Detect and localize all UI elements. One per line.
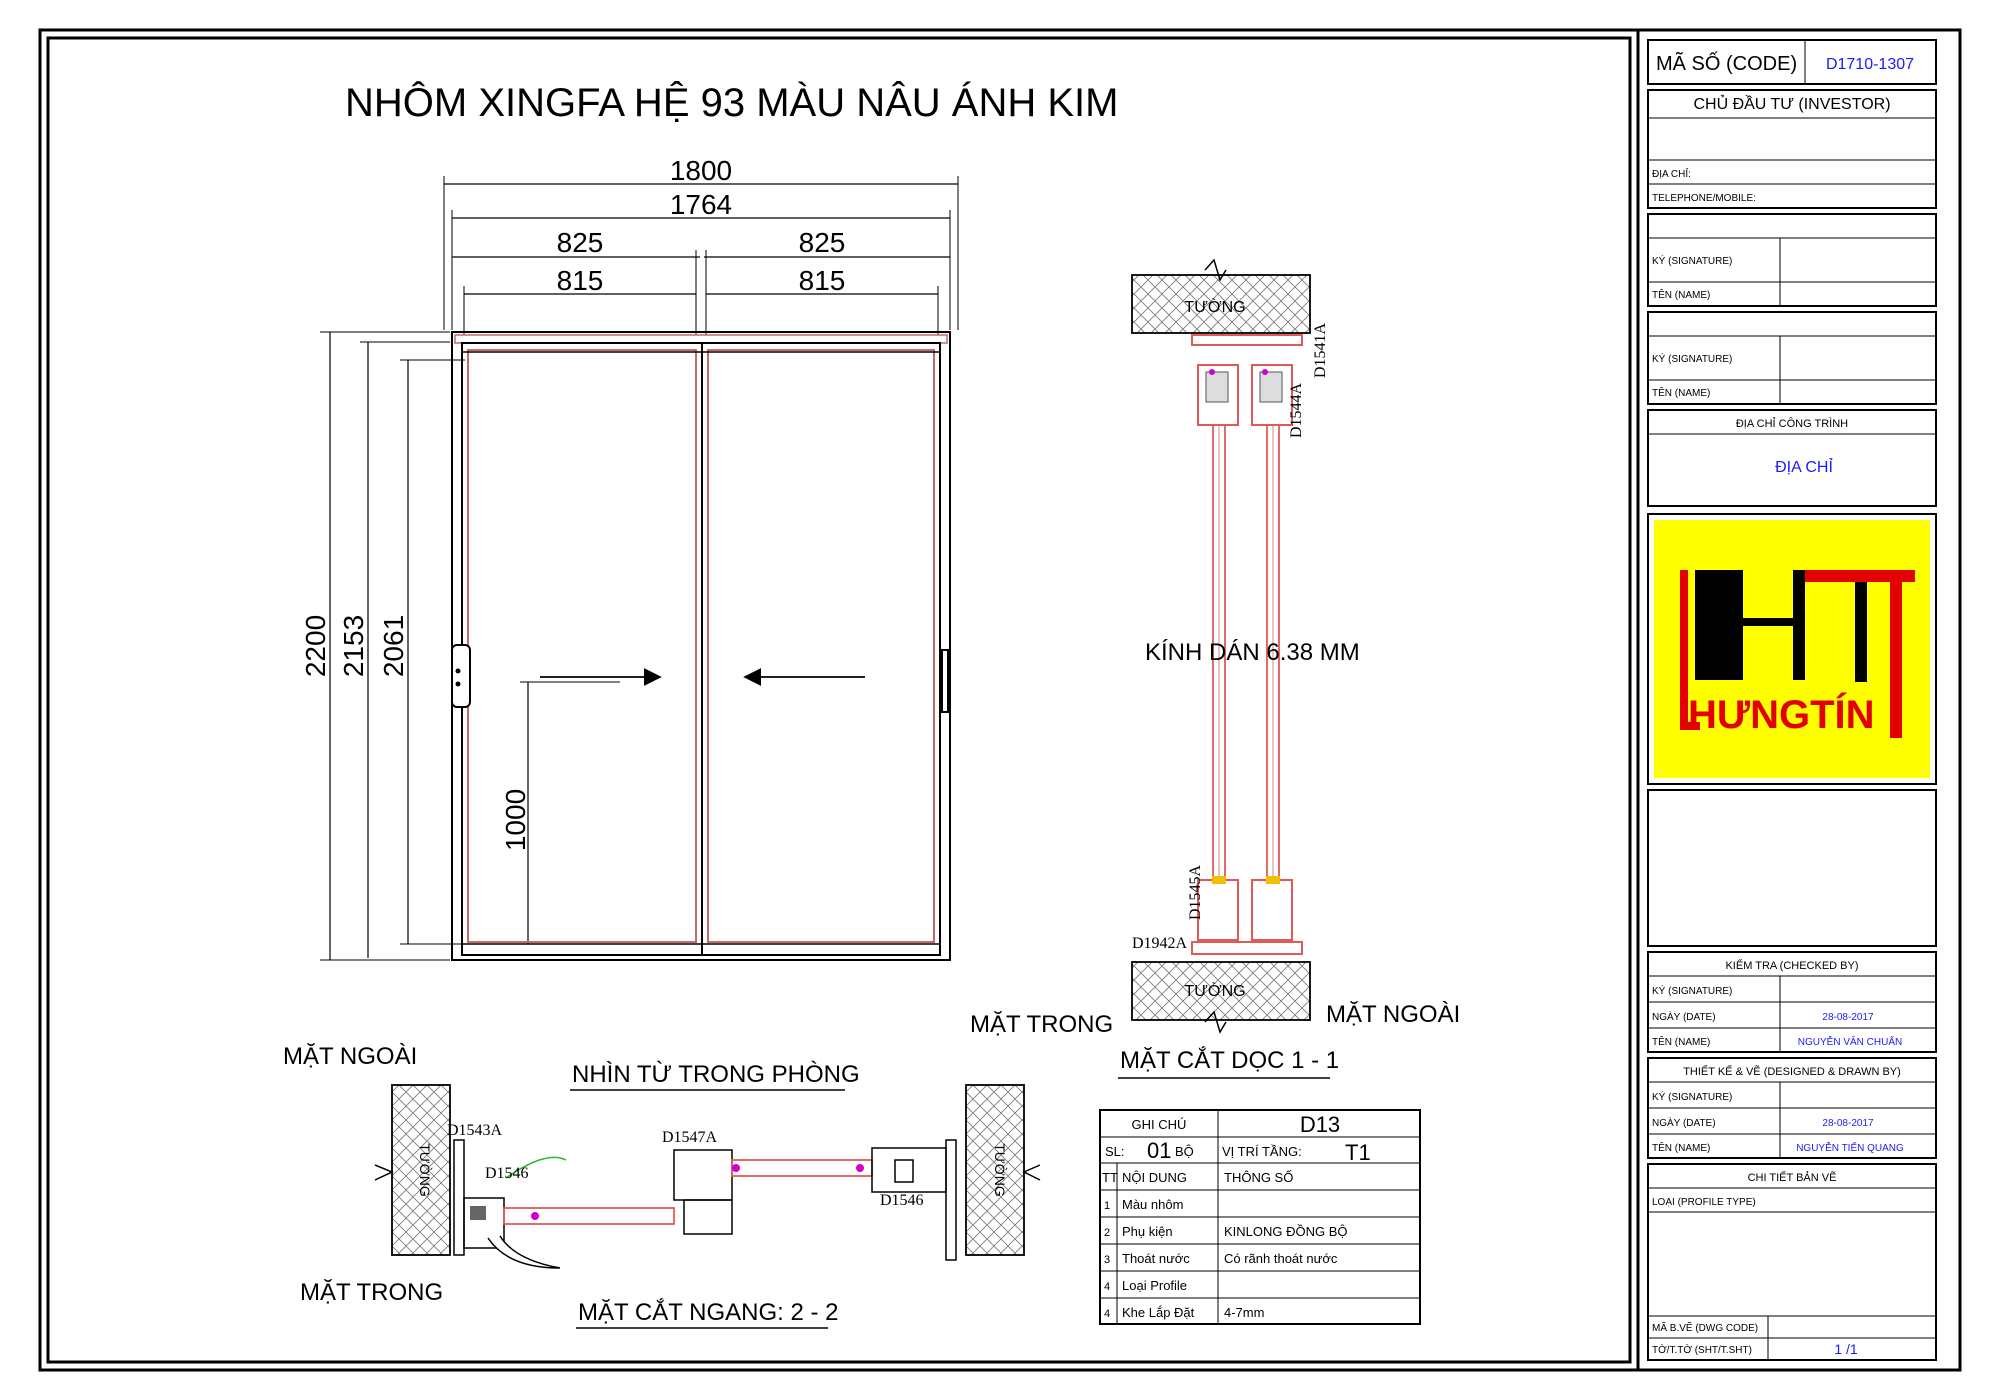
tb-designed-name: NGUYỄN TIẾN QUANG xyxy=(1796,1141,1904,1154)
door-elevation xyxy=(451,331,951,961)
nt-row-content: Màu nhôm xyxy=(1122,1197,1183,1212)
dim-2153: 2153 xyxy=(338,615,369,677)
code-d1546-right: D1546 xyxy=(880,1192,924,1209)
tb-designed-date: 28-08-2017 xyxy=(1822,1118,1874,1129)
hsec-inside-label: MẶT TRONG xyxy=(300,1279,443,1306)
tb-code-label: MÃ SỐ (CODE) xyxy=(1656,51,1797,75)
code-d1546-left: D1546 xyxy=(485,1165,529,1182)
nt-row-spec: 4-7mm xyxy=(1224,1305,1264,1320)
tb-checked-name: NGUYỄN VĂN CHUẨN xyxy=(1798,1035,1902,1048)
tb-site-address-label: ĐỊA CHỈ CÔNG TRÌNH xyxy=(1736,417,1848,430)
nt-row-content: Phụ kiện xyxy=(1122,1224,1173,1239)
tb-checked-sig-label: KÝ (SIGNATURE) xyxy=(1652,984,1732,997)
tb-designed-sig-label: KÝ (SIGNATURE) xyxy=(1652,1090,1732,1103)
code-d1545a: D1545A xyxy=(1187,864,1204,920)
hsec-outside-label: MẶT NGOÀI xyxy=(283,1043,417,1070)
handle-right xyxy=(941,649,949,713)
drawing-title: NHÔM XINGFA HỆ 93 MÀU NÂU ÁNH KIM xyxy=(345,80,1118,125)
tb-sig-label-2: KÝ (SIGNATURE) xyxy=(1652,352,1732,365)
tb-checked-date: 28-08-2017 xyxy=(1822,1012,1874,1023)
nt-row-no: 1 xyxy=(1104,1200,1110,1212)
tb-sheet-value: 1 /1 xyxy=(1834,1341,1858,1357)
tb-sig-label-1: KÝ (SIGNATURE) xyxy=(1652,254,1732,267)
dim-825-left: 825 xyxy=(557,227,604,258)
glass-label: KÍNH DÁN 6.38 MM xyxy=(1145,639,1360,666)
nt-header-code: D13 xyxy=(1300,1112,1340,1137)
tb-phone-label: TELEPHONE/MOBILE: xyxy=(1652,193,1756,204)
code-d1541a: D1541A xyxy=(1312,322,1329,378)
nt-row-spec: Có rãnh thoát nước xyxy=(1224,1251,1338,1266)
outer-border xyxy=(38,28,1962,1372)
tb-sheet-label: TỜ/T.TỜ (SHT/T.SHT) xyxy=(1652,1343,1752,1356)
nt-row-spec: KINLONG ĐỒNG BỘ xyxy=(1224,1224,1348,1239)
nt-row-content: Loại Profile xyxy=(1122,1278,1187,1293)
nt-sl-label: SL: xyxy=(1105,1144,1125,1159)
nt-row-no: 3 xyxy=(1104,1254,1110,1266)
drawing-border xyxy=(46,36,1632,1364)
tb-designed-name-label: TÊN (NAME) xyxy=(1652,1141,1710,1154)
tb-name-label-1: TÊN (NAME) xyxy=(1652,288,1710,301)
handle-left xyxy=(451,644,471,708)
notes-table-rows: 1 Màu nhôm 2 Phụ kiện KINLONG ĐỒNG BỘ 3 Thoát … xyxy=(1104,1197,1348,1320)
code-d1547a: D1547A xyxy=(662,1129,718,1146)
tb-investor-label: CHỦ ĐẦU TƯ (INVESTOR) xyxy=(1693,94,1890,113)
nt-row-content: Khe Lắp Đặt xyxy=(1122,1305,1195,1320)
hsec-view-label: NHÌN TỪ TRONG PHÒNG xyxy=(572,1061,860,1088)
nt-row-content: Thoát nước xyxy=(1122,1251,1190,1266)
dim-1764: 1764 xyxy=(670,189,732,220)
code-d1942a: D1942A xyxy=(1132,935,1188,952)
tb-dwg-code-label: MÃ B.VẼ (DWG CODE) xyxy=(1652,1321,1758,1334)
wall-label-right: TƯỜNG xyxy=(992,1143,1008,1197)
dim-815-left: 815 xyxy=(557,265,604,296)
nt-floor-value: T1 xyxy=(1345,1140,1371,1165)
hsec-caption: MẶT CẮT NGANG: 2 - 2 xyxy=(578,1298,839,1326)
tb-designed-date-label: NGÀY (DATE) xyxy=(1652,1116,1716,1129)
tb-address-label: ĐỊA CHỈ: xyxy=(1652,167,1691,180)
nt-col-tt: TT xyxy=(1102,1170,1118,1185)
tb-checked-label: KIỂM TRA (CHECKED BY) xyxy=(1725,959,1858,972)
nt-row-no: 2 xyxy=(1104,1227,1110,1239)
elevation-dims-side: 2200 2153 2061 1000 xyxy=(300,331,620,961)
elevation-dims-top: 1800 1764 825 815 825 815 xyxy=(443,155,959,335)
dim-1000: 1000 xyxy=(500,789,531,851)
wall-label-bottom: TƯỜNG xyxy=(1184,981,1245,1000)
dim-1800: 1800 xyxy=(670,155,732,186)
dim-825-right: 825 xyxy=(799,227,846,258)
wall-label-left: TƯỜNG xyxy=(417,1143,433,1197)
nt-row-no: 4 xyxy=(1104,1281,1110,1293)
nt-col-content: NỘI DUNG xyxy=(1122,1170,1187,1185)
logo-text: HƯNGTÍN xyxy=(1688,692,1875,737)
tb-profile-type-label: LOẠI (PROFILE TYPE) xyxy=(1652,1197,1756,1208)
dim-2200: 2200 xyxy=(300,615,331,677)
tb-checked-date-label: NGÀY (DATE) xyxy=(1652,1010,1716,1023)
nt-sl-unit: BỘ xyxy=(1175,1144,1194,1159)
vsec-caption: MẶT CẮT DỌC 1 - 1 xyxy=(1120,1046,1339,1074)
tb-name-label-2: TÊN (NAME) xyxy=(1652,386,1710,399)
tb-detail-label: CHI TIẾT BẢN VẼ xyxy=(1748,1171,1837,1184)
tb-checked-name-label: TÊN (NAME) xyxy=(1652,1035,1710,1048)
nt-header-note: GHI CHÚ xyxy=(1132,1117,1187,1132)
hungtin-logo: HƯNGTÍN xyxy=(1654,520,1930,778)
code-d1544a: D1544A xyxy=(1288,382,1305,438)
vertical-section: TƯỜNG TƯỜNG KÍNH DÁN 6.38 MM D1541A D154… xyxy=(970,258,1460,1079)
dim-815-right: 815 xyxy=(799,265,846,296)
tb-designed-label: THIẾT KẾ & VẼ (DESIGNED & DRAWN BY) xyxy=(1683,1065,1901,1078)
code-d1543a: D1543A xyxy=(447,1122,503,1139)
notes-table: GHI CHÚ D13 SL: 01 BỘ VỊ TRÍ TẦNG: T1 TT… xyxy=(1099,1109,1421,1325)
tb-site-address-value: ĐỊA CHỈ xyxy=(1775,457,1833,476)
tb-code-value: D1710-1307 xyxy=(1826,56,1914,73)
vsec-inside-label: MẶT TRONG xyxy=(970,1011,1113,1038)
dim-2061: 2061 xyxy=(378,615,409,677)
wall-label-top: TƯỜNG xyxy=(1184,297,1245,316)
nt-sl-value: 01 xyxy=(1147,1138,1171,1163)
vsec-outside-label: MẶT NGOÀI xyxy=(1326,1001,1460,1028)
nt-row-no: 4 xyxy=(1104,1308,1110,1320)
nt-col-spec: THÔNG SỐ xyxy=(1224,1170,1293,1185)
nt-floor-label: VỊ TRÍ TẦNG: xyxy=(1222,1144,1302,1159)
title-block: MÃ SỐ (CODE) D1710-1307 CHỦ ĐẦU TƯ (INVE… xyxy=(1636,30,1937,1370)
horizontal-section: MẶT NGOÀI MẶT TRONG NHÌN TỪ TRONG PHÒNG … xyxy=(283,1043,1041,1329)
